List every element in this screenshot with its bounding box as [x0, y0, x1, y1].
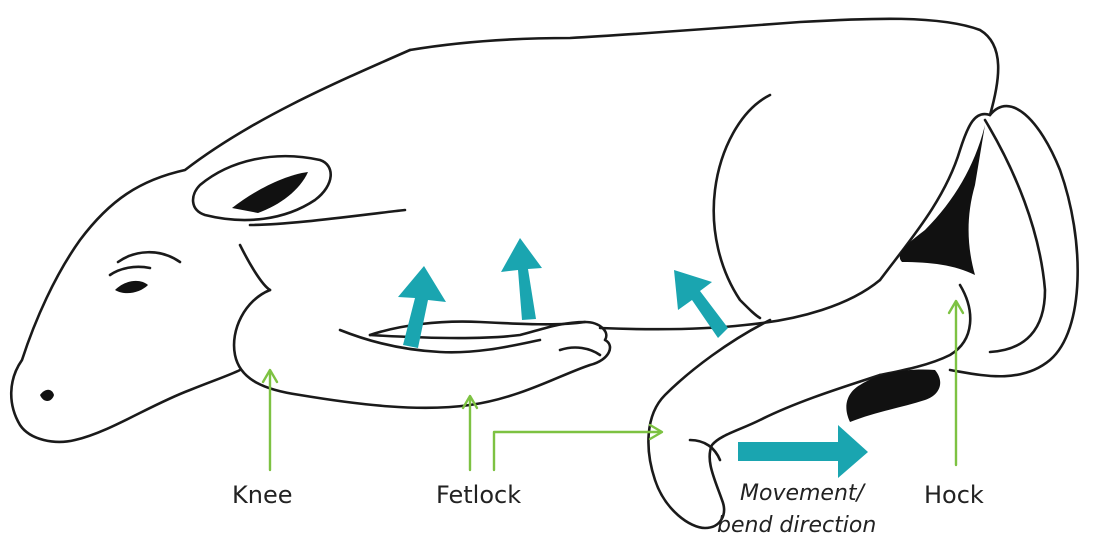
hind-leg-upper	[878, 283, 972, 377]
movement-label-line1: Movement/	[740, 481, 867, 506]
nostril	[40, 389, 54, 402]
fetlock-hind-pointer	[492, 423, 664, 472]
teal-block-arrow-horizontal	[738, 425, 868, 478]
movement-label-line2: bend direction	[717, 513, 876, 538]
hoof-line-front	[558, 346, 602, 357]
front-leg-inner	[368, 320, 587, 337]
movement-arrows	[398, 238, 868, 478]
hind-leg-outline	[647, 318, 882, 530]
brow-line-2	[108, 265, 152, 277]
back-outline	[408, 17, 1000, 117]
knee-label: Knee	[232, 481, 292, 509]
teal-block-arrow-1	[398, 266, 446, 348]
hind-hoof-line	[688, 438, 722, 462]
brow-line	[116, 250, 182, 264]
hock-shadow	[899, 125, 985, 275]
front-leg-lower	[338, 328, 542, 354]
neck-fold	[238, 243, 272, 292]
teal-block-arrow-2	[501, 238, 542, 320]
knee-pointer	[261, 368, 279, 472]
fetlock-pointer	[461, 394, 479, 472]
ear-base-line	[248, 208, 407, 227]
dark-markings	[40, 125, 985, 422]
ear-outline	[191, 154, 332, 222]
tail-inner-outline	[983, 118, 1047, 354]
hind-hoof-dark	[846, 369, 941, 422]
hock-pointer	[947, 299, 965, 467]
fetlock-label: Fetlock	[436, 481, 521, 509]
tail-outline	[948, 104, 1079, 378]
head-and-back-outline	[9, 48, 412, 444]
calf-outline	[9, 17, 1079, 530]
front-leg-outline	[232, 288, 612, 410]
eye	[115, 280, 148, 294]
haunch-outline	[712, 93, 772, 320]
belly-outline	[598, 278, 882, 331]
ear-inner-shade	[232, 172, 308, 213]
teal-block-arrow-3	[674, 270, 728, 338]
hock-label: Hock	[924, 481, 984, 509]
pointer-lines	[261, 299, 965, 472]
